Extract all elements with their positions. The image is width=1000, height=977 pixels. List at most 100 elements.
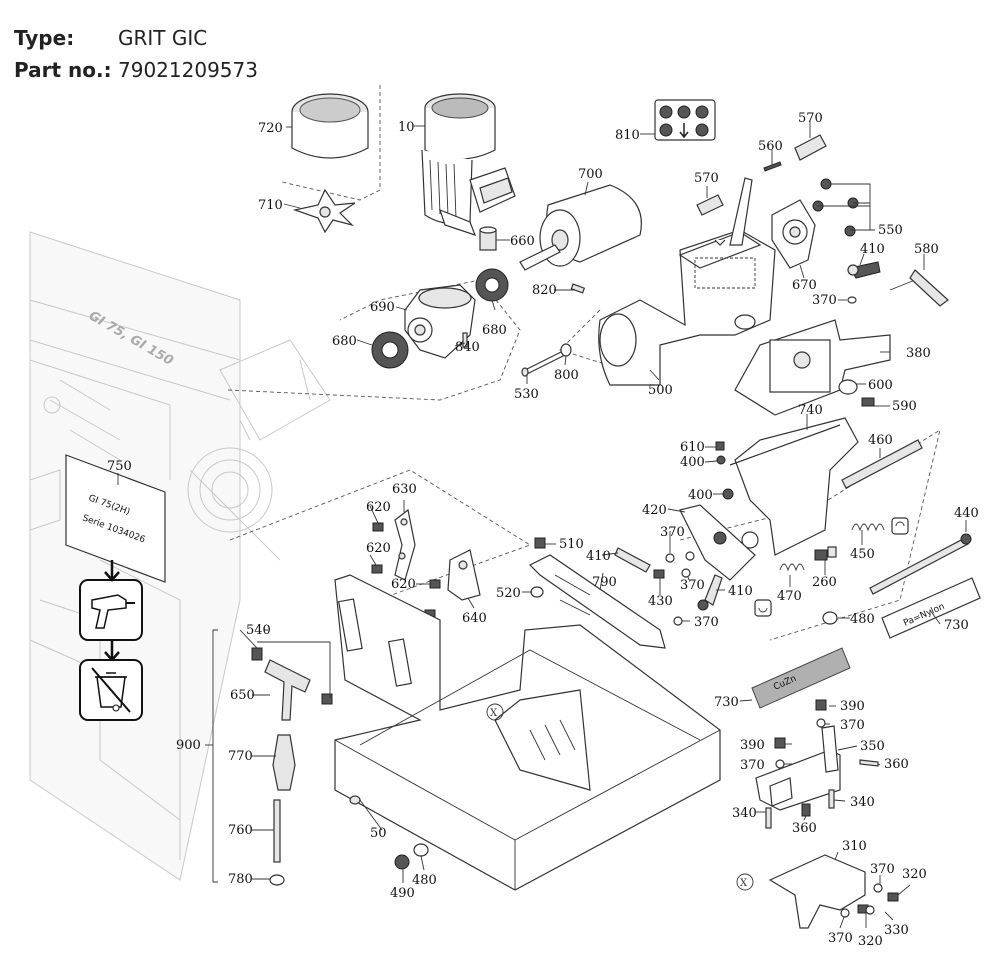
callout-400-a: 400	[680, 455, 705, 470]
callout-390-a: 390	[840, 699, 865, 714]
screw-part-510[interactable]	[534, 537, 546, 549]
pin-part-570-right[interactable]	[794, 134, 827, 161]
guard-part-380[interactable]	[734, 319, 891, 416]
callout-370-d: 370	[694, 615, 719, 630]
nut-part-400[interactable]	[722, 488, 734, 500]
callout-370-f: 370	[740, 758, 765, 773]
part-number-label: Part no.:	[14, 58, 112, 82]
screw-part-840[interactable]	[462, 332, 468, 348]
pin-part-570-left[interactable]	[696, 194, 724, 216]
callout-410-c: 410	[728, 584, 753, 599]
callout-750: 750	[107, 459, 132, 474]
callout-360-a: 360	[884, 757, 909, 772]
washer-part-600[interactable]	[838, 379, 858, 395]
small-parts-320-330-370[interactable]	[840, 883, 899, 918]
holder-part-350[interactable]	[755, 725, 841, 811]
nipple-part-660[interactable]	[479, 226, 497, 251]
pin-part-560[interactable]	[763, 161, 782, 172]
housing-part-690[interactable]	[404, 284, 476, 359]
parts-370-430[interactable]	[653, 551, 695, 579]
callout-700: 700	[578, 167, 603, 182]
callout-620-b: 620	[366, 541, 391, 556]
screw-part-590[interactable]	[861, 397, 875, 407]
callout-770: 770	[228, 749, 253, 764]
callout-530: 530	[514, 387, 539, 402]
spring-part-470[interactable]	[754, 563, 805, 617]
pin-part-760[interactable]	[273, 799, 281, 863]
callout-350: 350	[860, 739, 885, 754]
fan-cover-part-720[interactable]	[291, 93, 369, 159]
part-number-value: 79021209573	[118, 58, 258, 82]
bearing-flange-part-670[interactable]	[771, 199, 816, 269]
callout-480-a: 480	[850, 612, 875, 627]
rod-part-460[interactable]	[841, 439, 923, 489]
threaded-rod-part-440[interactable]	[869, 533, 972, 595]
washer-part-520[interactable]	[530, 586, 544, 598]
lever-part-410-lower[interactable]	[697, 574, 723, 611]
callout-610: 610	[680, 440, 705, 455]
belt-arm-part-500[interactable]	[598, 177, 776, 386]
brass-strip-part-730[interactable]: CuZn	[751, 647, 851, 709]
callout-500: 500	[648, 383, 673, 398]
spring-part-450[interactable]	[851, 517, 909, 535]
washer-part-370-top[interactable]	[847, 296, 857, 304]
callout-680-b: 680	[482, 323, 507, 338]
callout-620-c: 620	[391, 577, 416, 592]
callout-450: 450	[850, 547, 875, 562]
motor-part-10[interactable]	[421, 93, 516, 236]
lever-part-410-mid[interactable]	[614, 547, 651, 573]
callout-320-b: 320	[858, 934, 883, 949]
screws-part-340[interactable]	[765, 789, 835, 829]
safety-symbols-part-810[interactable]	[654, 99, 716, 141]
base-part-310[interactable]: X	[736, 854, 866, 929]
coupling-part-680-lower[interactable]	[371, 331, 409, 369]
callout-730-a: 730	[944, 618, 969, 633]
screw-part-610[interactable]	[715, 441, 725, 451]
nuts-part-550[interactable]	[812, 178, 859, 237]
drill-icon	[79, 579, 143, 641]
callout-780: 780	[228, 872, 253, 887]
key-part-820[interactable]	[570, 283, 586, 294]
handle-part-650[interactable]	[264, 659, 311, 721]
recycle-bin-icon	[79, 659, 143, 721]
callout-570-b: 570	[694, 171, 719, 186]
clamp-lever-part-580[interactable]	[889, 269, 949, 307]
callout-680-a: 680	[332, 334, 357, 349]
washer-part-480-top[interactable]	[822, 611, 838, 625]
connector-part-260[interactable]	[814, 546, 837, 561]
cap-part-780[interactable]	[269, 874, 285, 886]
callout-360-b: 360	[792, 821, 817, 836]
callout-470: 470	[777, 589, 802, 604]
callout-480-b: 480	[412, 873, 437, 888]
grip-part-770[interactable]	[272, 734, 296, 791]
callout-310: 310	[842, 839, 867, 854]
washer-part-480-bottom[interactable]	[413, 843, 429, 857]
nut-part-490[interactable]	[394, 854, 410, 870]
callout-340-a: 340	[732, 806, 757, 821]
nut-part-400-top[interactable]	[716, 455, 726, 465]
type-plate-part-750[interactable]: GI 75(2H) Serie 1034026	[65, 454, 166, 583]
fan-part-710[interactable]	[292, 188, 356, 234]
callout-590: 590	[892, 399, 917, 414]
bracket-part-630[interactable]	[394, 508, 416, 581]
callout-760: 760	[228, 823, 253, 838]
bracket-part-640[interactable]	[447, 549, 481, 601]
callout-630: 630	[392, 482, 417, 497]
guide-rail-part-790[interactable]	[528, 554, 666, 649]
clamp-lever-part-410-top[interactable]	[847, 261, 881, 279]
callout-420: 420	[642, 503, 667, 518]
coupling-part-680-upper[interactable]	[475, 268, 509, 302]
callout-10: 10	[398, 120, 415, 135]
callout-740: 740	[798, 403, 823, 418]
washer-part-800[interactable]	[560, 343, 572, 357]
part-number-row: Part no.: 79021209573	[14, 58, 258, 90]
drive-roller-part-700[interactable]	[519, 184, 642, 271]
tool-rest-part-740[interactable]	[729, 417, 859, 556]
clamp-plate-part-420[interactable]	[679, 504, 756, 581]
leader-lines	[117, 120, 967, 929]
washer-part-370-rail[interactable]	[673, 616, 683, 626]
callout-600: 600	[868, 378, 893, 393]
base-frame-part-50[interactable]: X	[334, 574, 721, 891]
screws-part-390[interactable]	[774, 699, 827, 749]
